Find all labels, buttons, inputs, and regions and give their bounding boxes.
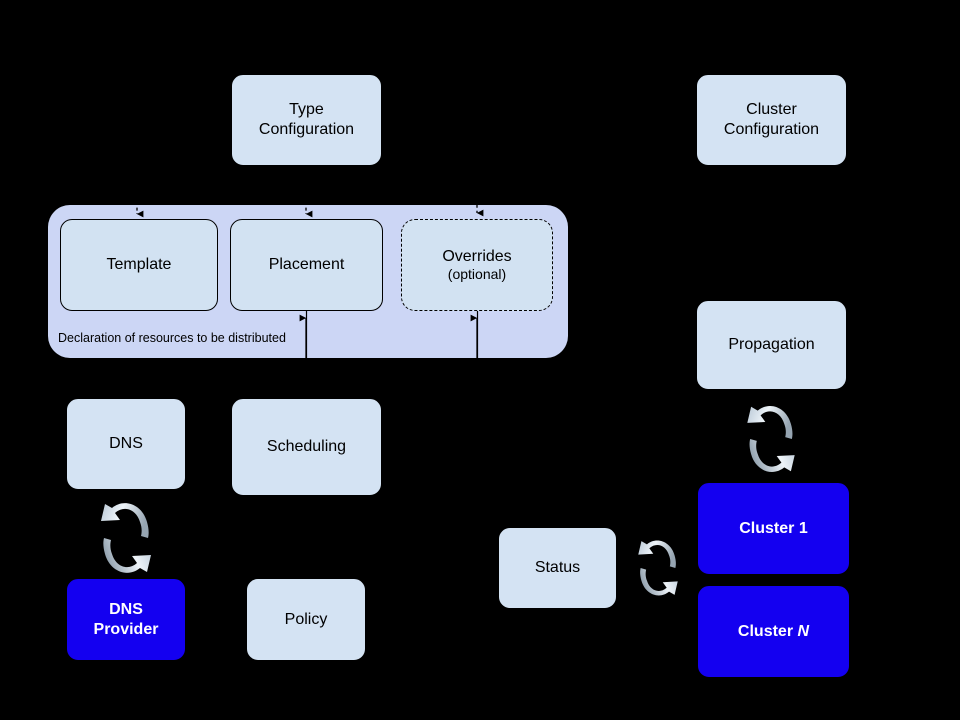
node-template-label: Template xyxy=(106,256,172,274)
node-type-configuration-label: Type Configuration xyxy=(259,100,354,139)
node-status-label: Status xyxy=(534,559,581,577)
node-policy[interactable]: Policy xyxy=(246,578,366,661)
cluster-configuration-line1: Cluster xyxy=(746,101,797,119)
node-propagation-label: Propagation xyxy=(728,336,815,354)
node-template[interactable]: Template xyxy=(60,219,218,311)
node-cluster-configuration-label: Cluster Configuration xyxy=(724,100,819,139)
overrides-line1: Overrides xyxy=(442,247,512,265)
node-type-configuration[interactable]: Type Configuration xyxy=(231,74,382,166)
cluster-configuration-line2: Configuration xyxy=(723,121,820,138)
node-dns-label: DNS xyxy=(109,435,143,453)
type-configuration-line2: Configuration xyxy=(258,121,355,138)
sync-arrows-icon-status xyxy=(638,540,678,596)
panel-caption: Declaration of resources to be distribut… xyxy=(58,331,286,345)
cluster-n-suffix: N xyxy=(797,622,810,640)
node-propagation[interactable]: Propagation xyxy=(696,300,847,390)
dns-provider-line1: DNS xyxy=(109,600,143,618)
node-cluster-1[interactable]: Cluster 1 xyxy=(697,482,850,575)
sync-arrows-icon xyxy=(101,503,151,573)
node-placement[interactable]: Placement xyxy=(230,219,383,311)
node-status[interactable]: Status xyxy=(498,527,617,609)
node-cluster-1-label: Cluster 1 xyxy=(739,519,807,539)
cluster-n-prefix: Cluster xyxy=(737,622,798,640)
overrides-line2: (optional) xyxy=(447,266,507,283)
dns-provider-line2: Provider xyxy=(93,620,159,638)
node-dns[interactable]: DNS xyxy=(66,398,186,490)
node-policy-label: Policy xyxy=(284,610,328,628)
node-scheduling[interactable]: Scheduling xyxy=(231,398,382,496)
node-scheduling-label: Scheduling xyxy=(266,438,347,456)
cluster-1-suffix: 1 xyxy=(798,519,808,537)
node-dns-provider-label: DNS Provider xyxy=(94,600,159,639)
node-overrides[interactable]: Overrides (optional) xyxy=(401,219,553,311)
type-configuration-line1: Type xyxy=(289,101,324,119)
node-placement-label: Placement xyxy=(268,256,345,274)
node-overrides-label: Overrides (optional) xyxy=(442,247,511,284)
cluster-1-prefix: Cluster xyxy=(739,519,799,537)
sync-arrows-icon-propagation xyxy=(747,406,795,472)
node-cluster-configuration[interactable]: Cluster Configuration xyxy=(696,74,847,166)
node-dns-provider[interactable]: DNS Provider xyxy=(66,578,186,661)
node-cluster-n[interactable]: Cluster N xyxy=(697,585,850,678)
node-cluster-n-label: Cluster N xyxy=(738,622,809,642)
